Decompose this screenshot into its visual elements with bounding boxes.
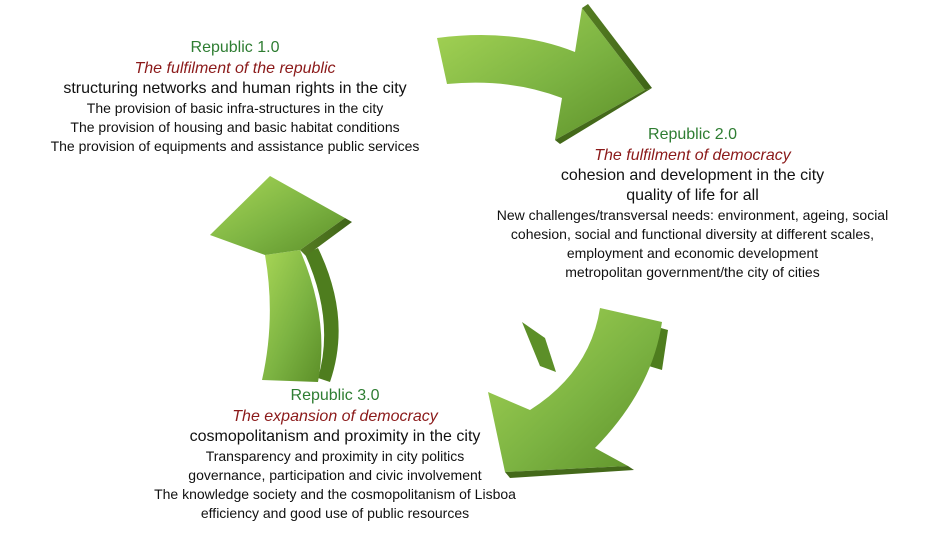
republic-3-block: Republic 3.0 The expansion of democracy … <box>100 386 570 523</box>
republic-3-item: The knowledge society and the cosmopolit… <box>154 486 516 502</box>
republic-3-lead: cosmopolitanism and proximity in the cit… <box>189 428 481 445</box>
republic-2-block: Republic 2.0 The fulfilment of democracy… <box>445 125 940 282</box>
arrow-1-to-2 <box>437 4 652 144</box>
arrow-3-to-1 <box>210 176 352 382</box>
republic-1-heading: Republic 1.0 <box>190 39 280 56</box>
republic-3-item: efficiency and good use of public resour… <box>200 505 470 521</box>
republic-3-item: Transparency and proximity in city polit… <box>205 448 465 464</box>
republic-1-item: The provision of basic infra-structures … <box>86 100 384 116</box>
republic-1-lead: structuring networks and human rights in… <box>63 80 407 97</box>
republic-3-subtitle: The expansion of democracy <box>232 408 438 425</box>
republic-2-item: cohesion, social and functional diversit… <box>510 226 875 242</box>
republic-2-item: employment and economic development <box>566 245 819 261</box>
republic-1-subtitle: The fulfilment of the republic <box>134 60 336 77</box>
arrow-2-to-3 <box>488 308 668 478</box>
republic-1-item: The provision of equipments and assistan… <box>50 138 420 154</box>
republic-2-subtitle: The fulfilment of democracy <box>594 147 791 164</box>
republic-2-heading: Republic 2.0 <box>648 126 737 143</box>
republic-2-lead: cohesion and development in the city <box>560 167 825 184</box>
republic-2-lead-secondary: quality of life for all <box>626 187 759 204</box>
republic-2-item: New challenges/transversal needs: enviro… <box>496 207 889 223</box>
republic-3-heading: Republic 3.0 <box>290 387 380 404</box>
republic-1-item: The provision of housing and basic habit… <box>70 119 400 135</box>
republic-3-item: governance, participation and civic invo… <box>188 467 482 483</box>
republic-1-block: Republic 1.0 The fulfilment of the repub… <box>0 38 470 156</box>
republic-2-item: metropolitan government/the city of citi… <box>565 264 820 280</box>
